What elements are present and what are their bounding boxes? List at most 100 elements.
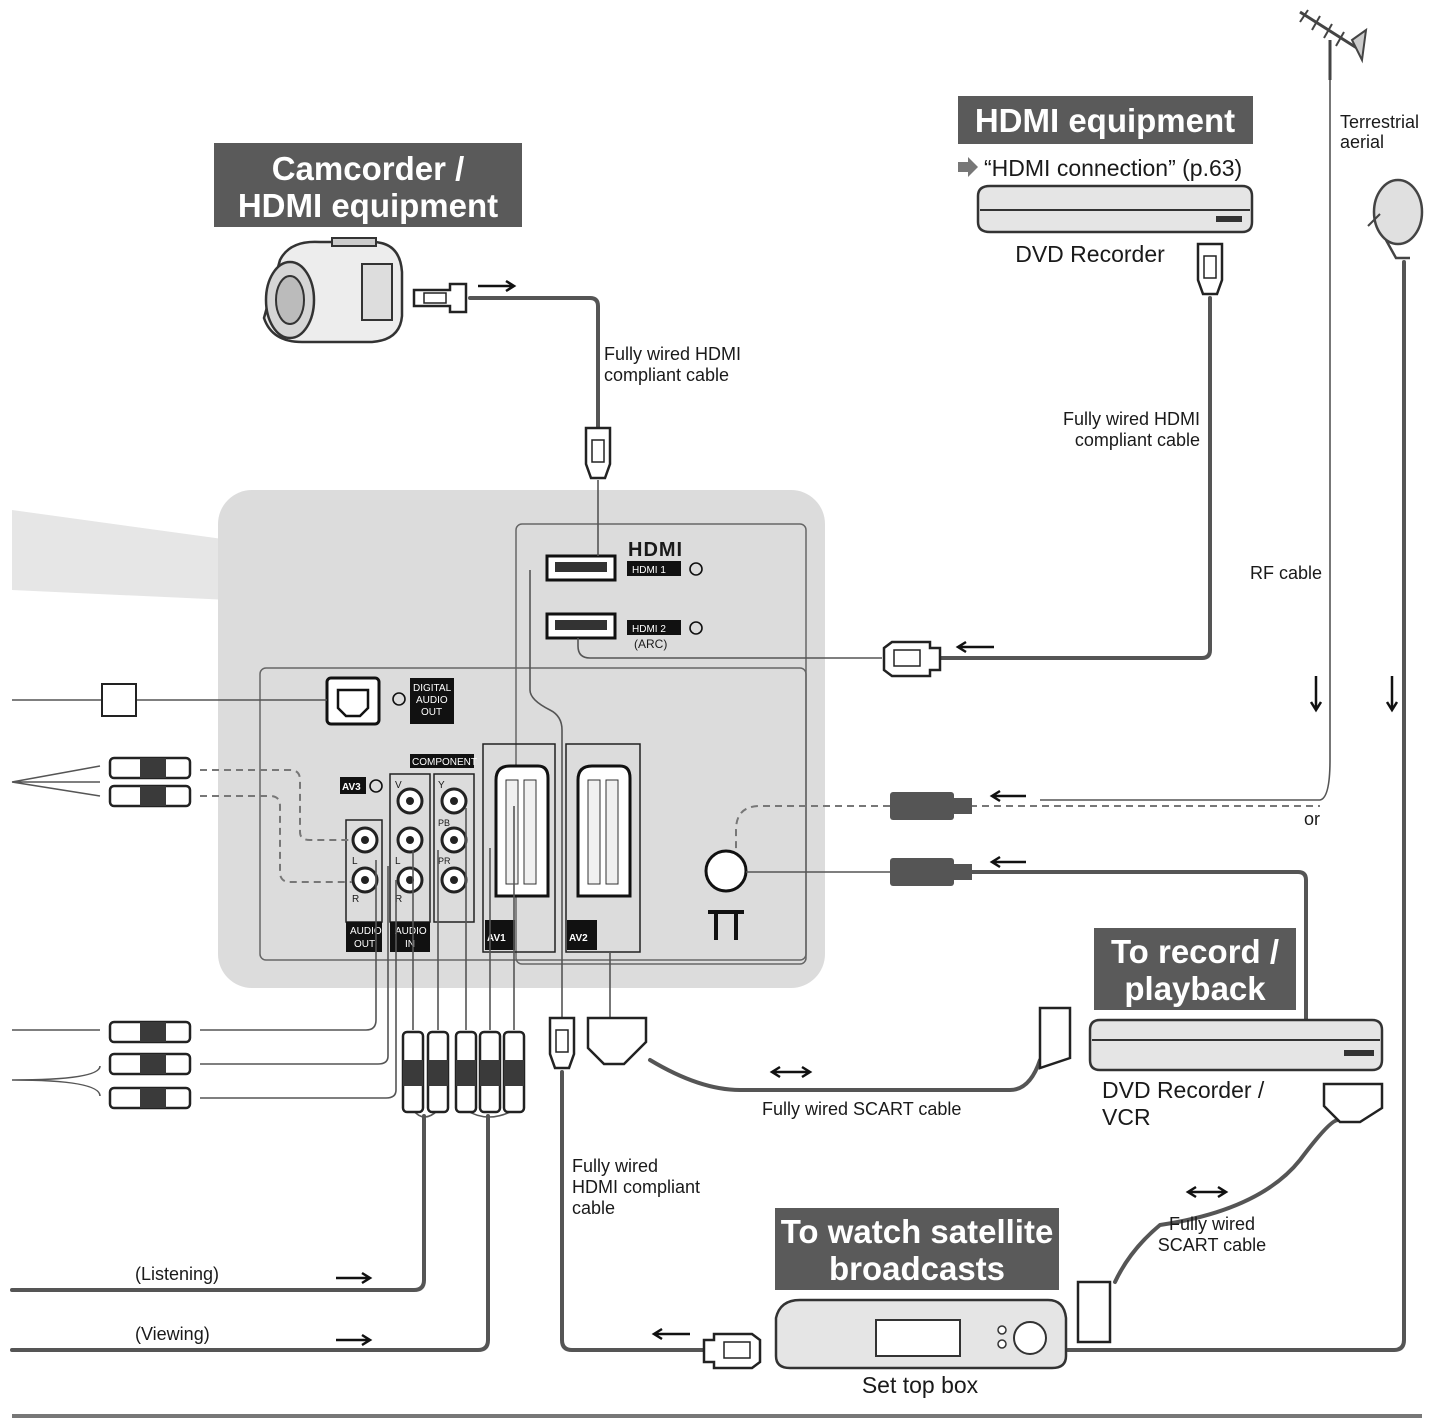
viewing-label: (Viewing) bbox=[135, 1324, 210, 1344]
camcorder-heading-line2: HDMI equipment bbox=[238, 187, 498, 224]
rca-plugs-bottom bbox=[401, 1030, 526, 1114]
hdmi2-port[interactable] bbox=[545, 612, 617, 640]
satellite-heading-box bbox=[775, 1208, 1059, 1290]
rca-leads bbox=[412, 806, 515, 1030]
hdmi-plug bbox=[584, 426, 612, 480]
hdmi1-label: HDMI 1 bbox=[632, 565, 666, 576]
coax-plug bbox=[890, 858, 972, 886]
camcorder-heading-box bbox=[214, 143, 522, 227]
jack-r-label: R bbox=[352, 894, 359, 905]
scart-cable2-line2: SCART cable bbox=[1158, 1235, 1266, 1255]
camcorder-hdmi-cable bbox=[468, 296, 600, 432]
rf-dashed-to-socket bbox=[735, 805, 890, 850]
jack-pb-label: PB bbox=[438, 818, 450, 828]
digital-label-line3: OUT bbox=[421, 707, 442, 718]
hdmi-plug bbox=[882, 640, 942, 678]
hdmi2-tag bbox=[627, 620, 681, 635]
av3-tag bbox=[340, 777, 366, 794]
digital-label-line1: DIGITAL bbox=[413, 683, 452, 694]
hdmi-cable-top-line2: compliant cable bbox=[604, 365, 729, 385]
hdmi-plug bbox=[1196, 242, 1224, 296]
set-top-box-icon bbox=[774, 1298, 1068, 1370]
terrestrial-aerial-icon bbox=[1299, 9, 1368, 80]
scart-cable-dvd bbox=[648, 1058, 1042, 1092]
satellite-cable bbox=[1066, 260, 1406, 1352]
tv-rear-panel bbox=[218, 490, 825, 988]
component-group bbox=[433, 773, 475, 923]
digital-audio-tag bbox=[410, 678, 454, 724]
hdmi2-lead bbox=[577, 638, 882, 659]
satellite-heading-line1: To watch satellite bbox=[781, 1213, 1054, 1250]
av2-tag bbox=[567, 920, 597, 950]
hdmi-equipment-heading: HDMI equipment bbox=[975, 102, 1235, 139]
digital-audio-out-port[interactable] bbox=[325, 676, 381, 726]
av1-scart-socket[interactable] bbox=[482, 743, 556, 953]
audio-out-cable-top bbox=[11, 765, 101, 797]
hdmi-cable-top-line1: Fully wired HDMI bbox=[604, 344, 741, 364]
stb-hdmi-cable bbox=[560, 1070, 706, 1352]
component-tag bbox=[410, 754, 474, 768]
rf-cable-label: RF cable bbox=[1250, 563, 1322, 583]
signal-arrows bbox=[336, 279, 1399, 1347]
hdmi-cable-right-line1: Fully wired HDMI bbox=[1063, 409, 1200, 429]
camcorder-heading-line1: Camcorder / bbox=[272, 150, 465, 187]
dvd-hdmi-cable bbox=[938, 296, 1212, 660]
audio-out-lead-2 bbox=[200, 866, 389, 1065]
listening-cable bbox=[10, 1114, 426, 1292]
jack-pr-label: PR bbox=[438, 856, 451, 866]
input-arrow-icon bbox=[689, 562, 703, 576]
scart-cable-label: Fully wired SCART cable bbox=[762, 1099, 961, 1119]
input-arrow-icon bbox=[369, 779, 383, 793]
jack-l-label: L bbox=[395, 856, 401, 867]
coax-plug bbox=[890, 792, 972, 820]
set-top-box-label: Set top box bbox=[862, 1372, 979, 1398]
satellite-dish-icon bbox=[1367, 178, 1424, 260]
audio-out-left-cables bbox=[11, 1029, 101, 1097]
hdmi-cable-bottom-line3: cable bbox=[572, 1198, 615, 1218]
hdmi-cable-right-line2: compliant cable bbox=[1075, 430, 1200, 450]
digital-label-line2: AUDIO bbox=[416, 695, 448, 706]
av2-scart-socket[interactable] bbox=[565, 743, 641, 953]
audio-out-line2: OUT bbox=[354, 939, 375, 950]
tv-body-wedge bbox=[12, 510, 230, 600]
terrestrial-label-line2: aerial bbox=[1340, 132, 1384, 152]
hdmi-plug bbox=[548, 1016, 576, 1070]
dvd-vcr-label-line2: VCR bbox=[1102, 1104, 1151, 1130]
record-heading-line1: To record / bbox=[1111, 933, 1279, 970]
dvd-rf-cable bbox=[968, 870, 1308, 1024]
optical-plug bbox=[101, 683, 137, 717]
reference-arrow-icon bbox=[958, 157, 978, 177]
camcorder-icon bbox=[262, 237, 404, 344]
hdmi1-port[interactable] bbox=[545, 554, 617, 582]
hdmi-equipment-heading-box bbox=[958, 96, 1253, 144]
audio-out-lead-1 bbox=[200, 860, 377, 1031]
hdmi-lead-down bbox=[529, 570, 563, 1018]
audio-in-line2: IN bbox=[405, 939, 415, 950]
hdmi2-label: HDMI 2 bbox=[632, 624, 666, 635]
aerial-socket[interactable] bbox=[704, 849, 748, 893]
av3-label: AV3 bbox=[342, 782, 361, 793]
satellite-heading-line2: broadcasts bbox=[829, 1250, 1005, 1287]
output-arrow-icon bbox=[392, 692, 406, 706]
dvd-recorder-top-icon bbox=[976, 184, 1254, 234]
audio-out-line1: AUDIO bbox=[350, 926, 382, 937]
hdmi-cable-bottom-line2: HDMI compliant bbox=[572, 1177, 700, 1197]
scart-plug bbox=[586, 1006, 1384, 1344]
av2-label: AV2 bbox=[569, 933, 588, 944]
jack-v-label: V bbox=[395, 780, 402, 791]
audio-out-lead-3 bbox=[200, 880, 397, 1099]
scart-cable2-line1: Fully wired bbox=[1169, 1214, 1255, 1234]
hdmi-cable-bottom-line1: Fully wired bbox=[572, 1156, 658, 1176]
aerial-symbol-icon bbox=[708, 910, 744, 940]
av1-label: AV1 bbox=[487, 933, 506, 944]
bottom-rule bbox=[12, 1414, 1422, 1418]
record-heading-line2: playback bbox=[1124, 970, 1266, 1007]
audio-dashed-l bbox=[200, 769, 352, 841]
audio-dashed-r bbox=[200, 795, 352, 883]
hdmi-logo: HDMI bbox=[628, 539, 683, 561]
component-label: COMPONENT bbox=[412, 757, 477, 768]
hdmi1-tag bbox=[627, 561, 681, 576]
record-heading-box bbox=[1094, 928, 1296, 1010]
arc-label: (ARC) bbox=[634, 637, 667, 651]
